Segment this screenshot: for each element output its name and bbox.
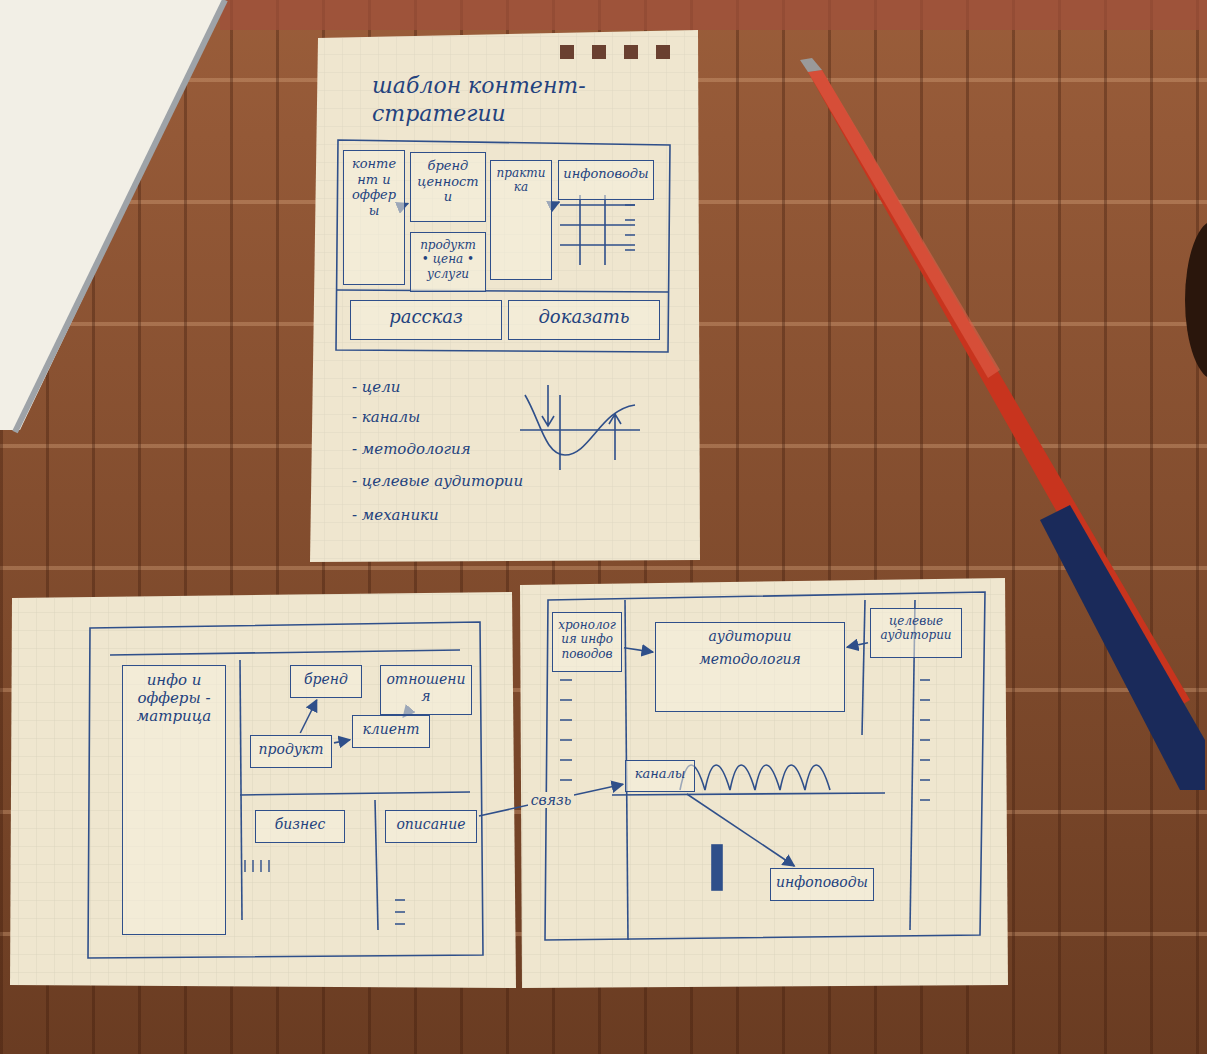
paper-sheet — [520, 578, 1008, 988]
sheet-title: шаблон контент-стратегии — [372, 72, 672, 127]
paper-sheet — [10, 592, 516, 988]
list-note: - целевые аудитории — [352, 472, 523, 490]
sketch-arrow — [300, 700, 317, 733]
node-text: методология — [660, 651, 840, 668]
sketch-arrow — [407, 203, 408, 205]
sketch-box: инфоповоды — [558, 160, 654, 200]
list-note: - механики — [352, 506, 439, 524]
node-text: бренд ценности — [415, 158, 481, 205]
node-text: отношения — [385, 671, 467, 705]
node-text: бренд — [295, 671, 357, 688]
sketch-arrow — [624, 648, 653, 652]
tick-marks — [245, 205, 930, 924]
node-text: бизнес — [260, 816, 340, 833]
sketch-box: бренд — [290, 665, 362, 698]
sketch-box: аудитории методология — [655, 622, 845, 712]
sketch-box: отношения — [380, 665, 472, 715]
sketch-frame — [88, 140, 985, 958]
node-text: продукт • цена • услуги — [415, 238, 481, 281]
node-text: рассказ — [355, 306, 497, 328]
arrow-label: связь — [528, 792, 575, 808]
node-text: описание — [390, 816, 472, 833]
sketch-arrow — [847, 643, 868, 647]
sketch-box: практика — [490, 160, 552, 280]
sketch-box: рассказ — [350, 300, 502, 340]
sketch-box: бизнес — [255, 810, 345, 843]
pen — [800, 58, 1205, 790]
node-text: инфо и офферы - матрица — [127, 671, 221, 725]
sketch-box: продукт • цена • услуги — [410, 232, 486, 292]
sketch-box: доказать — [508, 300, 660, 340]
sketch-arrow — [479, 784, 623, 816]
sketch-box: целевые аудитории — [870, 608, 962, 658]
node-text: инфоповоды — [563, 166, 649, 182]
sketch-box: бренд ценности — [410, 152, 486, 222]
node-text: клиент — [357, 721, 425, 738]
node-text: доказать — [513, 306, 655, 328]
list-note: - методология — [352, 440, 471, 458]
sketch-arrow — [687, 794, 795, 866]
node-text: контент и офферы — [348, 156, 400, 218]
sketch-box: клиент — [352, 715, 430, 748]
sketch-box: контент и офферы — [343, 150, 405, 285]
sketch-box: продукт — [250, 735, 332, 768]
node-text: продукт — [255, 741, 327, 758]
node-text: практика — [495, 166, 547, 195]
sketch-box: каналы — [625, 760, 695, 792]
sketch-box: хронология инфо поводов — [552, 612, 622, 672]
list-note: - цели — [352, 378, 400, 396]
sketch-box: описание — [385, 810, 477, 843]
node-text: каналы — [630, 766, 690, 782]
sketch-box: инфоповоды — [770, 868, 874, 901]
node-text: инфоповоды — [775, 874, 869, 891]
node-text: аудитории — [660, 628, 840, 645]
list-note: - каналы — [352, 408, 420, 426]
sketch-box: инфо и офферы - матрица — [122, 665, 226, 935]
node-text: хронология инфо поводов — [557, 618, 617, 661]
sketch-arrow — [334, 740, 350, 743]
node-text: целевые аудитории — [875, 614, 957, 643]
paper-sheet — [310, 30, 700, 562]
sketch-arrow — [554, 202, 559, 204]
